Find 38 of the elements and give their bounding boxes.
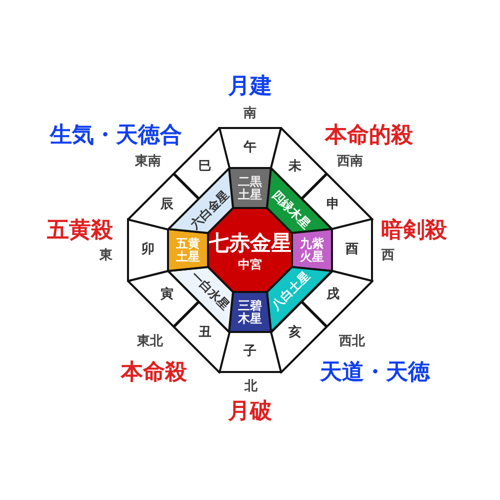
cell-label: 寅 <box>160 288 174 302</box>
annotation-label: 本命的殺 <box>325 122 413 150</box>
annotation-label: 五黄殺 <box>47 217 113 245</box>
cell-label: 一白水星 <box>188 269 231 312</box>
cell-label: 申 <box>326 198 340 212</box>
annotation-label: 暗剣殺 <box>381 217 447 245</box>
cell-label: 六白金星 <box>188 188 231 231</box>
direction-label: 南 <box>244 105 256 122</box>
direction-label: 北 <box>244 378 258 395</box>
cell-label: 九紫火星 <box>299 237 325 263</box>
annotation-label: 生気・天徳合 <box>50 122 182 150</box>
direction-label: 西北 <box>339 333 365 350</box>
cell-label: 八白土星 <box>269 269 312 312</box>
cell-label: 亥 <box>288 326 302 340</box>
cell-label: 未 <box>288 160 302 174</box>
cell-label: 戌 <box>326 288 340 302</box>
cell-label: 酉 <box>346 243 358 257</box>
annotation-label: 月破 <box>228 398 272 426</box>
direction-label: 東北 <box>137 333 163 350</box>
annotation-label: 月建 <box>228 73 272 101</box>
cell-label: 二黒土星 <box>237 175 263 201</box>
cell-label: 辰 <box>160 198 174 212</box>
direction-label: 西南 <box>337 153 363 170</box>
cell-label: 四緑木星 <box>269 188 312 231</box>
annotation-label: 天道・天徳 <box>320 359 430 387</box>
cell-label: 巳 <box>198 160 212 174</box>
cell-label: 卯 <box>142 243 154 257</box>
direction-label: 東南 <box>135 153 161 170</box>
cell-label: 子 <box>244 345 256 359</box>
cell-label: 丑 <box>198 326 212 340</box>
cell-label: 三碧木星 <box>237 299 263 325</box>
cell-label: 午 <box>244 141 256 155</box>
cell-label: 五黄土星 <box>175 237 201 263</box>
direction-label: 西 <box>382 247 394 264</box>
cell-label: 中宮 <box>238 258 262 272</box>
direction-label: 東 <box>100 247 112 264</box>
cell-label: 七赤金星 <box>208 232 292 254</box>
annotation-label: 本命殺 <box>121 359 187 387</box>
